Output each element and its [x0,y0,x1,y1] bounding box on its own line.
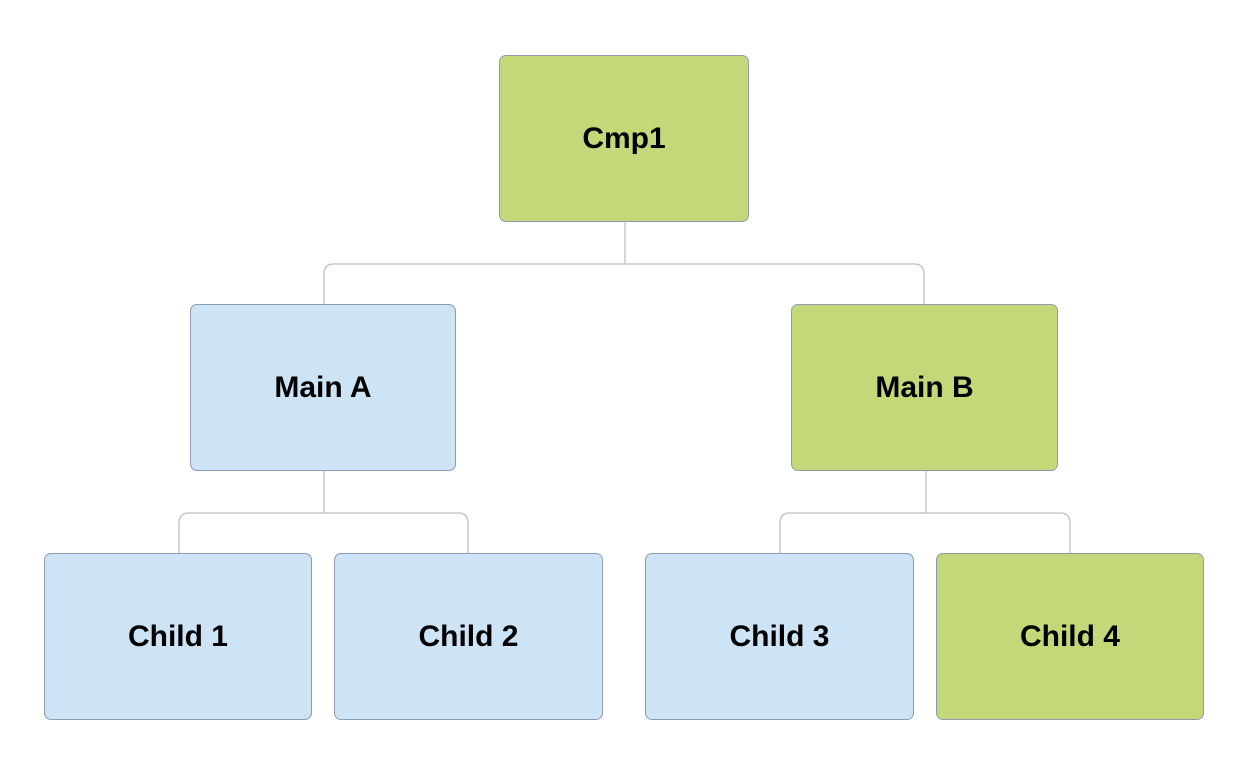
node-child-4-label: Child 4 [1019,619,1120,653]
node-child-1[interactable]: Child 1 [44,553,312,720]
node-child-4[interactable]: Child 4 [936,553,1204,720]
node-child-2-label: Child 2 [418,619,519,653]
node-main-a[interactable]: Main A [190,304,456,471]
node-child-1-label: Child 1 [127,619,228,653]
node-cmp1[interactable]: Cmp1 [499,55,749,222]
node-child-3[interactable]: Child 3 [645,553,914,720]
node-child-3-label: Child 3 [729,619,830,653]
connector-main-b-children [779,471,1071,553]
node-main-b[interactable]: Main B [791,304,1058,471]
node-child-2[interactable]: Child 2 [334,553,603,720]
node-main-a-label: Main A [274,370,372,404]
connector-main-a-children [178,471,469,553]
connector-root-children [323,222,925,304]
node-main-b-label: Main B [875,370,974,404]
node-cmp1-label: Cmp1 [582,121,666,155]
